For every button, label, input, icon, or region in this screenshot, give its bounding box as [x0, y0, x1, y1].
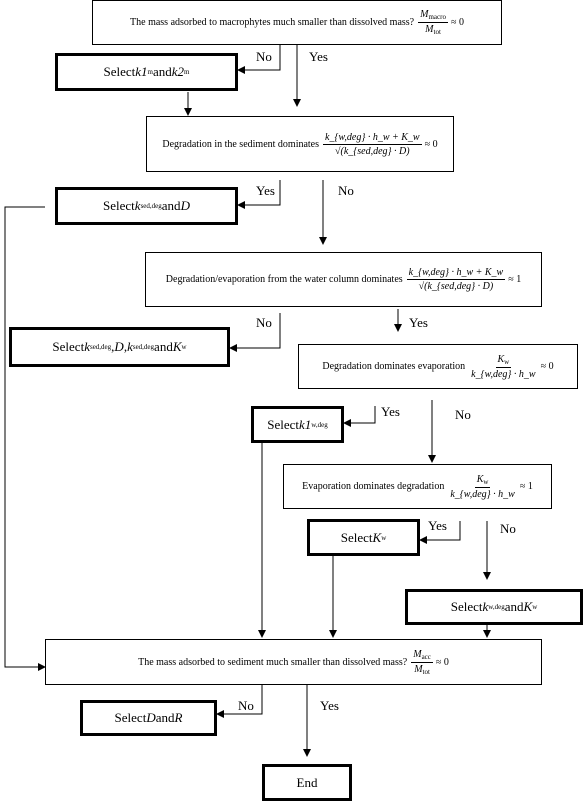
question-water-column: Degradation/evaporation from the water c…: [145, 252, 542, 307]
label-no: No: [238, 698, 254, 713]
label-yes: Yes: [381, 404, 400, 419]
evaporation-fraction: Kw k_{w,deg} · h_w: [450, 473, 515, 500]
label-no: No: [256, 49, 272, 64]
label-yes: Yes: [309, 49, 328, 64]
question-degradation-vs-evaporation: Degradation dominates evaporation Kw k_{…: [298, 344, 578, 389]
label-yes: Yes: [409, 315, 428, 330]
label-no: No: [500, 521, 516, 536]
label-yes: Yes: [256, 183, 275, 198]
question-sediment-adsorption: The mass adsorbed to sediment much small…: [45, 639, 542, 685]
label-no: No: [455, 407, 471, 422]
sediment-fraction: k_{w,deg} · h_w + K_w √(k_{sed,deg} · D): [323, 131, 422, 157]
label-no: No: [338, 183, 354, 198]
question-sediment-degradation: Degradation in the sediment dominates k_…: [146, 116, 454, 172]
water-column-fraction: k_{w,deg} · h_w + K_w √(k_{sed,deg} · D): [406, 267, 506, 292]
label-yes: Yes: [428, 518, 447, 533]
sediment-adsorption-fraction: Macc Mtot: [411, 648, 433, 676]
label-yes: Yes: [320, 698, 339, 713]
degradation-fraction: Kw k_{w,deg} · h_w: [471, 353, 536, 380]
question-evaporation-vs-degradation: Evaporation dominates degradation Kw k_{…: [283, 464, 552, 509]
ratio-macro-fraction: Mmacro Mtot: [418, 9, 448, 36]
label-no: No: [256, 315, 272, 330]
end-box: End: [262, 764, 352, 801]
question-macrophytes: The mass adsorbed to macrophytes much sm…: [92, 0, 502, 45]
select-d-r-box: Select D and R: [80, 700, 217, 736]
